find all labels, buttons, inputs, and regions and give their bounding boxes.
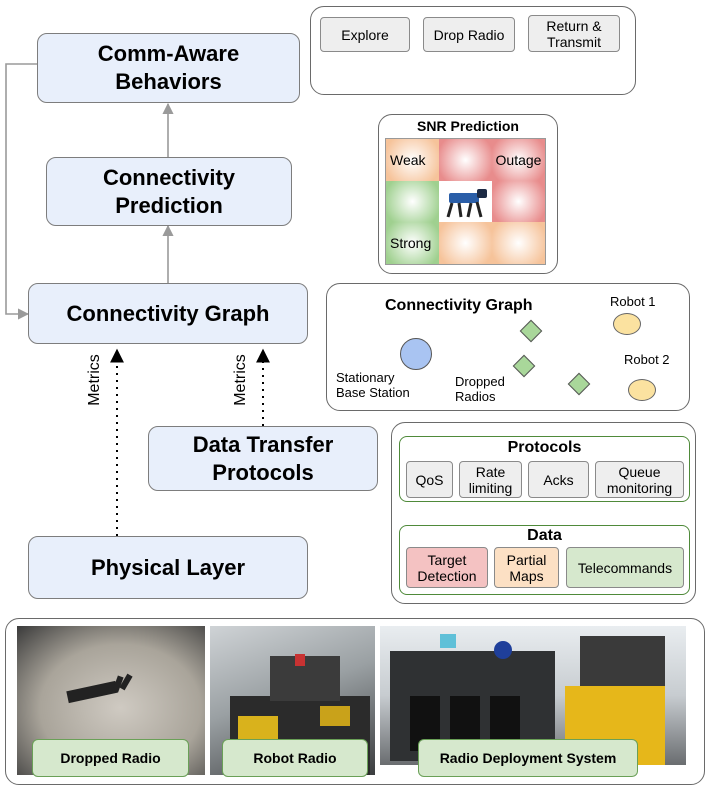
drop-radio-step: Drop Radio (423, 17, 515, 52)
robot-radio-label: Robot Radio (222, 739, 368, 777)
snr-title: SNR Prediction (417, 118, 519, 134)
dropped-radio-label: Dropped Radio (32, 739, 189, 777)
snr-cell (439, 139, 492, 181)
partial-maps-item: Partial Maps (494, 547, 559, 588)
graph-panel-title: Connectivity Graph (385, 297, 533, 314)
snr-cell (492, 180, 545, 223)
data-title: Data (527, 527, 562, 544)
comm-aware-behaviors-box: Comm-Aware Behaviors (37, 33, 300, 103)
base-station-label: Stationary Base Station (336, 370, 410, 400)
robot1-label: Robot 1 (610, 294, 656, 309)
snr-cell: Weak (386, 139, 439, 181)
snr-cell (439, 222, 492, 264)
protocols-title: Protocols (507, 439, 582, 456)
qos-item: QoS (406, 461, 453, 498)
robot1-node (613, 313, 641, 335)
snr-cell: Outage (492, 139, 545, 181)
connectivity-prediction-box: Connectivity Prediction (46, 157, 292, 226)
telecommands-item: Telecommands (566, 547, 684, 588)
metrics-label-right: Metrics (232, 354, 249, 406)
target-detection-item: Target Detection (406, 547, 488, 588)
queue-monitoring-item: Queue monitoring (595, 461, 684, 498)
snr-cell (492, 222, 545, 264)
explore-step: Explore (320, 17, 410, 52)
data-group (399, 525, 690, 595)
rate-limiting-item: Rate limiting (459, 461, 522, 498)
robot2-node (628, 379, 656, 401)
protocols-group (399, 436, 690, 502)
return-transmit-step: Return & Transmit (528, 15, 620, 52)
robot2-label: Robot 2 (624, 352, 670, 367)
snr-cell: Strong (386, 222, 439, 264)
connectivity-graph-box: Connectivity Graph (28, 283, 308, 344)
robot-dog-icon (446, 189, 487, 218)
metrics-label-left: Metrics (86, 354, 103, 406)
dropped-radios-label: Dropped Radios (455, 374, 505, 404)
physical-layer-box: Physical Layer (28, 536, 308, 599)
base-station-node (400, 338, 432, 370)
snr-cell (386, 180, 439, 223)
acks-item: Acks (528, 461, 589, 498)
arrow-behaviors-loop (5, 63, 37, 320)
data-transfer-protocols-box: Data Transfer Protocols (148, 426, 378, 491)
radio-deployment-system-label: Radio Deployment System (418, 739, 638, 777)
